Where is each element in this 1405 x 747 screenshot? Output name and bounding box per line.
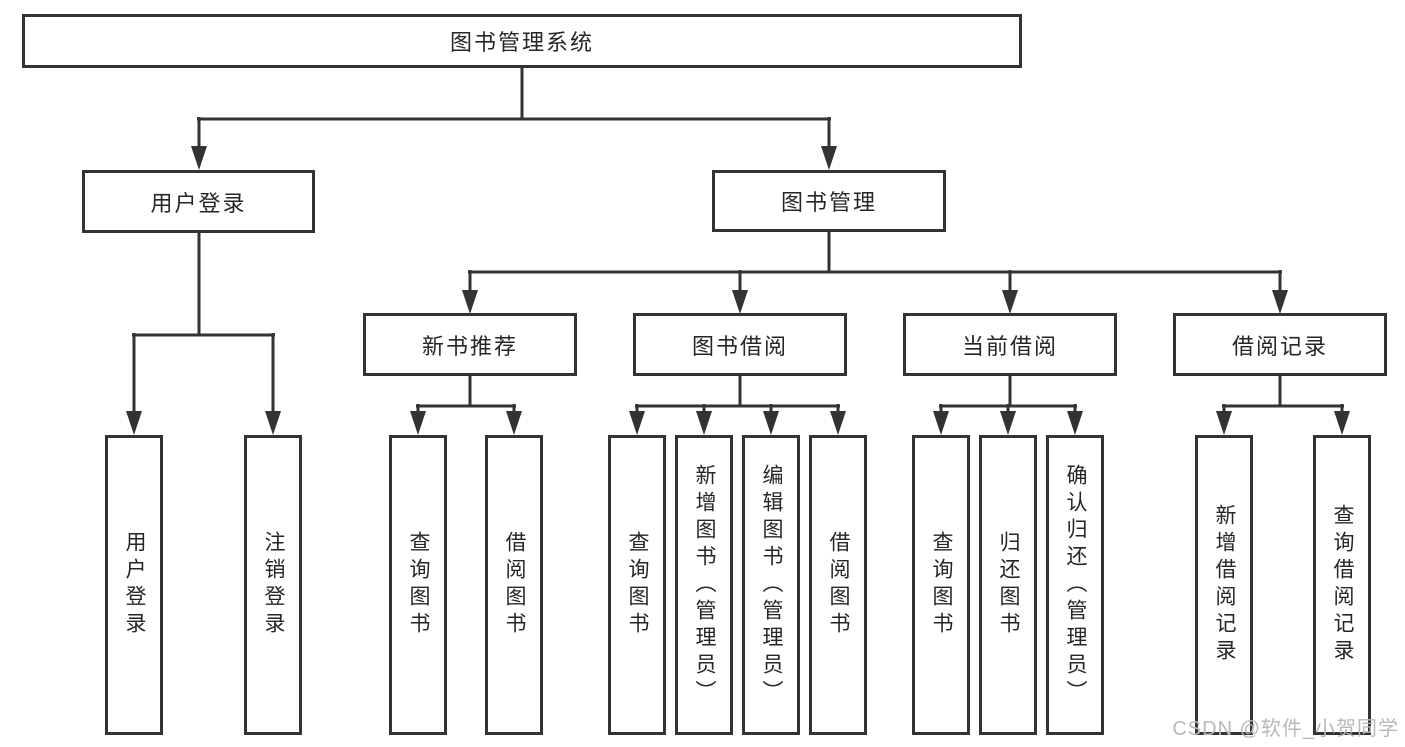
- node-user-login: 用户登录: [82, 170, 315, 233]
- node-current-borrow: 当前借阅: [903, 313, 1117, 376]
- leaf-label: 查询借阅记录: [1331, 504, 1354, 666]
- leaf-label: 新增图书（管理员）: [693, 463, 716, 707]
- node-leaf-borrow-books: 借阅图书: [809, 435, 867, 735]
- connector-book-management-to-level3: [462, 232, 1288, 314]
- node-leaf-add-borrow-record: 新增借阅记录: [1195, 435, 1253, 735]
- leaf-label: 借阅图书: [503, 531, 526, 639]
- node-leaf-query-books-recommend: 查询图书: [389, 435, 447, 735]
- node-leaf-add-books-admin: 新增图书（管理员）: [675, 435, 733, 735]
- leaf-label: 确认归还（管理员）: [1064, 463, 1087, 707]
- leaf-label: 用户登录: [123, 531, 146, 639]
- node-leaf-borrow-books-recommend: 借阅图书: [485, 435, 543, 735]
- leaf-label: 查询图书: [407, 531, 430, 639]
- leaf-label: 注销登录: [262, 531, 285, 639]
- node-book-management: 图书管理: [712, 170, 946, 232]
- leaf-label: 查询图书: [626, 531, 649, 639]
- node-leaf-edit-books-admin: 编辑图书（管理员）: [742, 435, 800, 735]
- connector-borrow-records-to-leaves: [1216, 376, 1350, 435]
- node-leaf-confirm-return-admin: 确认归还（管理员）: [1046, 435, 1104, 735]
- connector-current-borrow-to-leaves: [933, 376, 1083, 435]
- node-leaf-return-books: 归还图书: [979, 435, 1037, 735]
- leaf-label: 新增借阅记录: [1213, 504, 1236, 666]
- node-book-borrow: 图书借阅: [633, 313, 847, 376]
- csdn-watermark: CSDN @软件_小贺同学: [1172, 718, 1399, 740]
- node-borrow-records: 借阅记录: [1173, 313, 1387, 376]
- node-leaf-logout: 注销登录: [244, 435, 302, 735]
- connector-user-login-to-leaves: [126, 233, 281, 435]
- connector-root-to-level2: [191, 68, 837, 170]
- node-root-system: 图书管理系统: [22, 14, 1022, 68]
- node-new-book-recommend: 新书推荐: [363, 313, 577, 376]
- leaf-label: 查询图书: [930, 531, 953, 639]
- leaf-label: 借阅图书: [827, 531, 850, 639]
- leaf-label: 归还图书: [997, 531, 1020, 639]
- node-leaf-query-books-current: 查询图书: [912, 435, 970, 735]
- leaf-label: 编辑图书（管理员）: [760, 463, 783, 707]
- node-leaf-query-borrow-record: 查询借阅记录: [1313, 435, 1371, 735]
- connector-book-borrow-to-leaves: [629, 376, 846, 435]
- node-leaf-user-login: 用户登录: [105, 435, 163, 735]
- connector-new-book-recommend-to-leaves: [410, 376, 522, 435]
- node-leaf-query-books-borrow: 查询图书: [608, 435, 666, 735]
